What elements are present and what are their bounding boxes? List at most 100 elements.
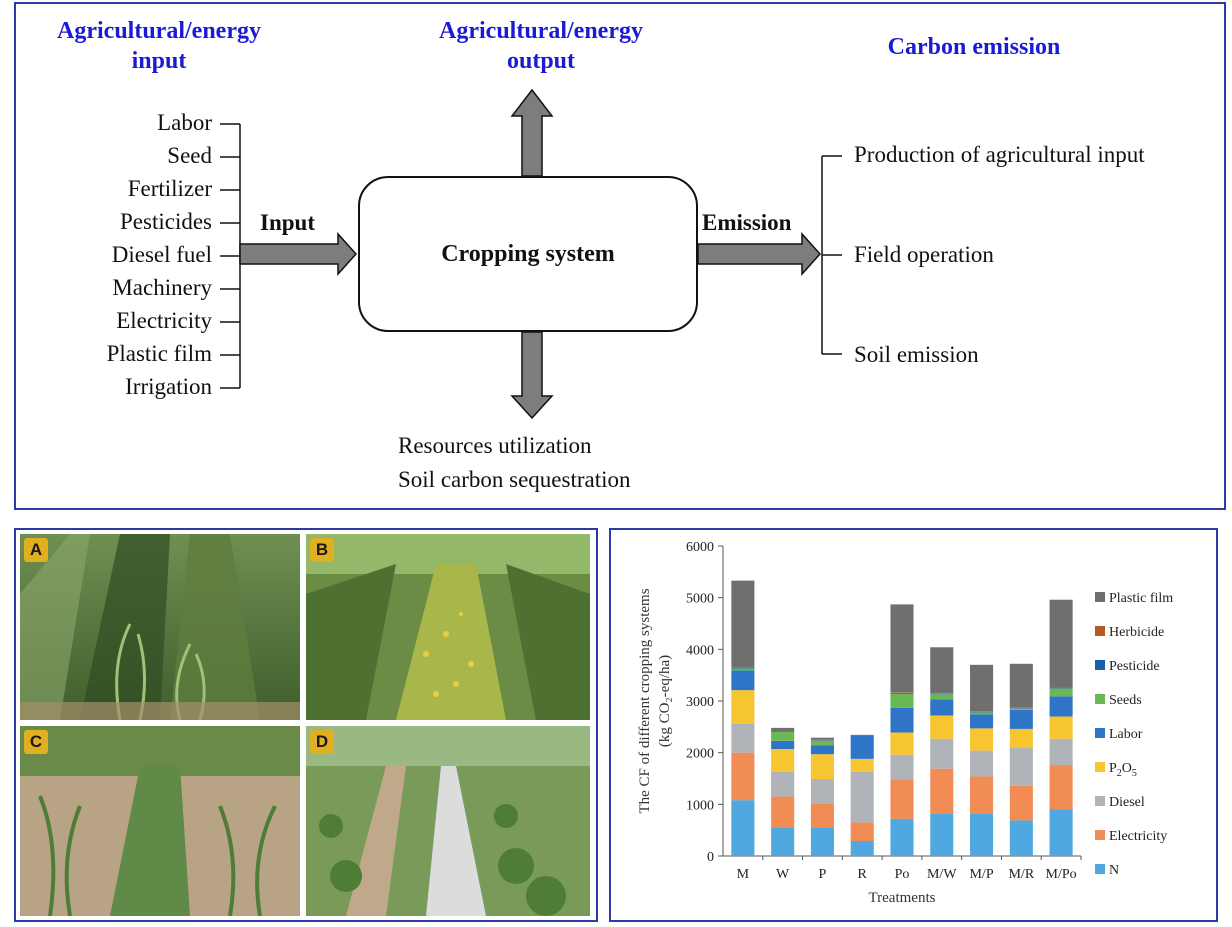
photo-c-image	[20, 726, 300, 916]
input-item: Machinery	[112, 275, 212, 300]
bar-segment	[810, 737, 834, 740]
photo-b-image	[306, 534, 590, 720]
bar-segment	[970, 728, 994, 751]
x-tick-label: Po	[895, 867, 910, 882]
bar-segment	[771, 771, 795, 797]
bar-segment	[1049, 716, 1073, 739]
input-item: Diesel fuel	[111, 242, 212, 267]
bar-segment	[731, 580, 755, 668]
photo-d-image	[306, 726, 590, 916]
bar-segment	[930, 694, 954, 700]
legend-swatch	[1095, 592, 1105, 602]
emission-item: Soil emission	[854, 342, 979, 367]
input-header: Agricultural/energy input	[57, 18, 261, 74]
bar-segment	[850, 822, 874, 842]
legend-swatch	[1095, 728, 1105, 738]
bar-segment	[771, 731, 795, 732]
legend-swatch	[1095, 626, 1105, 636]
x-tick-label: M/P	[969, 867, 993, 882]
input-item: Plastic film	[106, 341, 212, 366]
x-tick-label: R	[858, 867, 868, 882]
input-item: Electricity	[116, 308, 212, 333]
bar-segment	[731, 752, 755, 801]
bar-segment	[1049, 599, 1073, 688]
bar-segment	[771, 730, 795, 732]
bar-segment	[771, 749, 795, 772]
legend-swatch	[1095, 660, 1105, 670]
bar-segment	[1049, 688, 1073, 697]
photo-maize-rape: C	[20, 726, 300, 916]
field-photos-panel: A B C	[14, 528, 598, 922]
bar-segment	[731, 723, 755, 753]
bar-segment	[850, 735, 874, 736]
bar-segment	[1009, 820, 1033, 856]
cropping-system-box: Cropping system	[358, 176, 698, 332]
bar-segment	[930, 699, 954, 716]
bar-segment	[1009, 708, 1033, 710]
bar-segment	[970, 712, 994, 715]
bar-segment	[1049, 765, 1073, 810]
bar-segment	[1049, 738, 1073, 766]
legend-entry: N	[1109, 863, 1119, 878]
bar-segment	[1009, 709, 1033, 729]
bar-segment	[970, 714, 994, 729]
photo-maize-potato: D	[306, 726, 590, 916]
bar-segment	[930, 693, 954, 695]
legend-swatch	[1095, 762, 1105, 772]
bar-segment	[731, 667, 755, 668]
bar-segment	[890, 818, 914, 856]
y-axis-label: The CF of different cropping systems	[637, 588, 653, 813]
y-tick-label: 0	[707, 850, 714, 865]
bar-segment	[771, 740, 795, 750]
emission-item: Production of agricultural input	[854, 142, 1145, 167]
bar-segment	[890, 692, 914, 694]
bar-segment	[1009, 708, 1033, 709]
bar-segment	[930, 813, 954, 856]
legend-entry: Herbicide	[1109, 625, 1164, 640]
bar-segment	[850, 841, 874, 856]
x-tick-label: M/Po	[1046, 867, 1077, 882]
bar-segment	[930, 715, 954, 739]
input-item: Pesticides	[120, 209, 212, 234]
bar-segment	[771, 731, 795, 741]
bar-segment	[850, 758, 874, 772]
bar-segment	[930, 647, 954, 694]
bar-segment	[731, 800, 755, 856]
output-header: Agricultural/energy output	[439, 18, 643, 74]
soil-carbon-text: Soil carbon sequestration	[398, 467, 631, 492]
bar-segment	[970, 664, 994, 712]
legend-entry: Seeds	[1109, 693, 1142, 708]
bar-segment	[890, 692, 914, 693]
y-tick-label: 2000	[686, 747, 714, 762]
bar-segment	[970, 750, 994, 777]
legend-entry: Electricity	[1109, 829, 1167, 844]
bar-segment	[970, 776, 994, 814]
emission-arrow-label: Emission	[702, 210, 792, 235]
bar-segment	[731, 667, 755, 669]
emission-arrow	[697, 232, 822, 276]
bar-segment	[1009, 663, 1033, 708]
bar-segment	[890, 779, 914, 819]
bar-segment	[1049, 809, 1073, 856]
emission-item: Field operation	[854, 242, 994, 267]
bar-segment	[930, 693, 954, 694]
bar-segment	[1009, 748, 1033, 786]
legend-entry: Labor	[1109, 727, 1143, 742]
bar-segment	[810, 803, 834, 828]
bar-segment	[810, 740, 834, 741]
bar-segment	[1049, 688, 1073, 689]
resources-utilization-text: Resources utilization	[398, 433, 592, 458]
photo-label-c: C	[24, 730, 48, 754]
y-axis-unit: (kg CO₂-eq/ha)	[657, 655, 673, 747]
emission-header: Carbon emission	[887, 34, 1061, 60]
output-arrow	[510, 88, 554, 177]
input-item: Labor	[157, 110, 212, 135]
bar-segment	[970, 711, 994, 712]
y-tick-label: 3000	[686, 695, 714, 710]
x-tick-label: P	[819, 867, 827, 882]
bar-segment	[890, 604, 914, 693]
bar-segment	[970, 813, 994, 856]
bar-segment	[1049, 687, 1073, 689]
legend-entry: Pesticide	[1109, 659, 1160, 674]
